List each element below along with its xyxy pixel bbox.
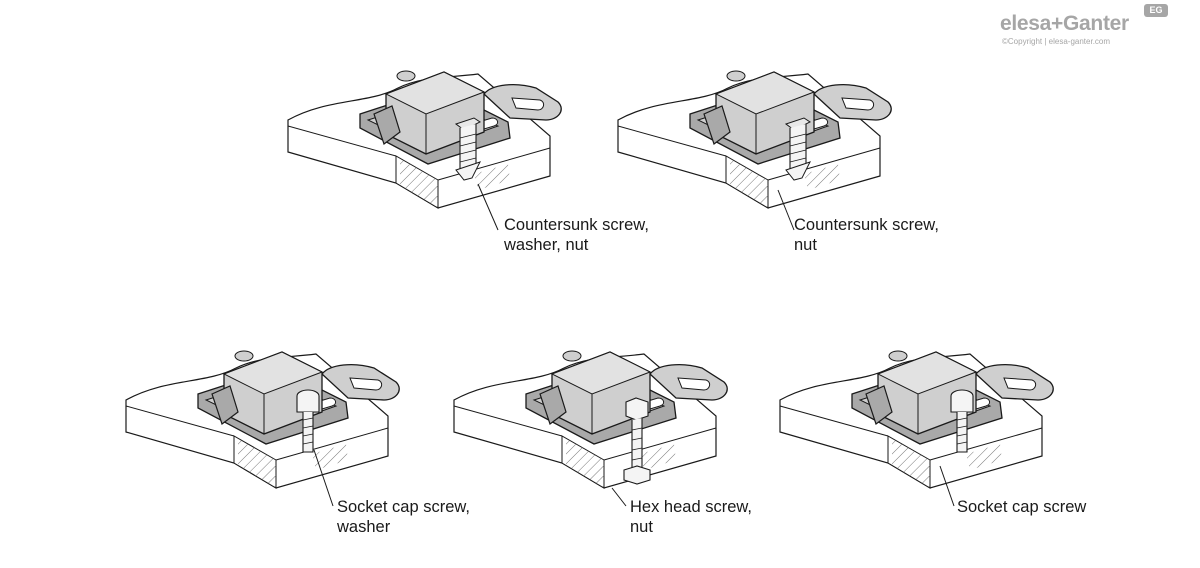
figure-socket-cap-washer: Socket cap screw, washer xyxy=(125,350,470,536)
figure-socket-cap: Socket cap screw xyxy=(779,350,1086,516)
brand-name: elesa+Ganter xyxy=(1000,12,1129,35)
latch-assembly-illustration xyxy=(779,350,1054,489)
brand-copyright: ©Copyright | elesa-ganter.com xyxy=(1002,37,1111,46)
caption-line-2: washer, nut xyxy=(503,236,589,254)
caption-line-1: Countersunk screw, xyxy=(504,216,649,234)
latch-assembly-illustration xyxy=(453,350,728,489)
caption-line-1: Socket cap screw, xyxy=(337,498,470,516)
callout-leader xyxy=(611,487,627,507)
callout-leader xyxy=(313,449,334,507)
caption-line-1: Countersunk screw, xyxy=(794,216,939,234)
latch-assembly-illustration xyxy=(287,70,562,209)
hex-head-screw-illustration xyxy=(623,397,651,485)
countersunk-screw-illustration xyxy=(454,117,481,181)
countersunk-screw-illustration xyxy=(784,117,811,181)
socket-cap-screw-illustration xyxy=(950,389,974,453)
callout-leader xyxy=(777,189,795,231)
figure-countersunk-nut: Countersunk screw, nut xyxy=(617,70,939,254)
brand-logo: elesa+Ganter EG ©Copyright | elesa-gante… xyxy=(1000,4,1170,50)
figure-hex-head-nut: Hex head screw, nut xyxy=(453,350,752,536)
socket-cap-screw-illustration xyxy=(296,389,320,453)
latch-assembly-illustration xyxy=(125,350,400,489)
latch-assembly-illustration xyxy=(617,70,892,209)
brand-badge: EG xyxy=(1144,4,1168,17)
caption-line-1: Socket cap screw xyxy=(957,498,1086,516)
figure-countersunk-washer-nut: Countersunk screw, washer, nut xyxy=(287,70,649,254)
caption-line-1: Hex head screw, xyxy=(630,498,752,516)
caption-line-2: nut xyxy=(794,236,817,254)
callout-leader xyxy=(477,183,499,231)
callout-leader xyxy=(939,465,955,507)
caption-line-2: washer xyxy=(336,518,391,536)
caption-line-2: nut xyxy=(630,518,653,536)
